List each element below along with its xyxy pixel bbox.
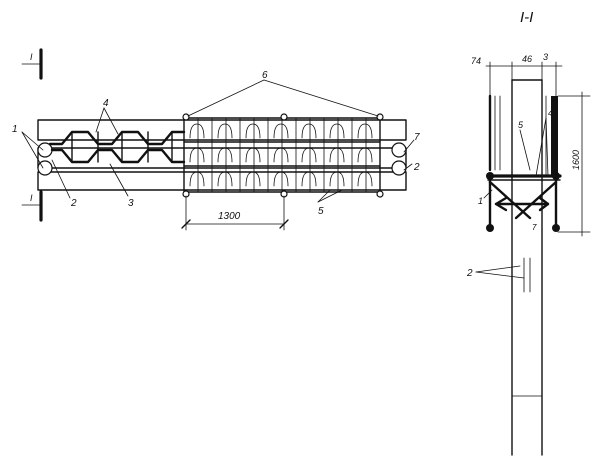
- plan-dimension: 1300: [218, 211, 241, 222]
- section-marker-top-label: I: [30, 52, 33, 62]
- section-marker-top: I: [21, 48, 43, 80]
- plan-callout-3: 3: [128, 198, 134, 209]
- plan-callout-6: 6: [262, 70, 268, 81]
- end-pile-right-top: [391, 142, 407, 158]
- section-callout-1: 1: [478, 196, 483, 206]
- lattice-panel: [183, 117, 381, 193]
- section-right-panel: [551, 96, 558, 176]
- section-dim-height: 1600: [571, 150, 581, 170]
- section-callout-3: 3: [543, 52, 548, 62]
- beam-top: [37, 119, 407, 141]
- section-callout-2: 2: [466, 268, 473, 279]
- zigzag-lower: [50, 148, 186, 164]
- plan-callout-2: 2: [70, 198, 77, 209]
- plan-callout-1: 1: [12, 124, 18, 135]
- section-view: 74 46 3 1600 5: [466, 52, 591, 456]
- section-callout-7: 7: [532, 223, 537, 232]
- section-title: I-I: [520, 9, 533, 26]
- end-pile-right-bottom: [391, 160, 407, 176]
- beam-middle: [37, 147, 407, 169]
- end-pile-left-bottom: [37, 160, 53, 176]
- beam-bottom: [37, 171, 407, 191]
- section-dim-left: 74: [471, 56, 481, 66]
- section-marker-bottom-label: I: [30, 193, 33, 203]
- plan-view: 1300 1 2 3 4 5 6 7 2: [12, 70, 420, 231]
- plan-callout-4: 4: [103, 98, 109, 109]
- plan-callout-7: 7: [414, 132, 420, 143]
- section-callout-4: 4: [548, 108, 553, 118]
- section-dim-mid: 46: [522, 54, 532, 64]
- plan-callout-5: 5: [318, 206, 324, 217]
- plan-callout-2b: 2: [413, 162, 420, 173]
- section-marker-bottom: I: [21, 190, 43, 222]
- zigzag-upper: [48, 130, 186, 146]
- section-callout-5: 5: [518, 120, 524, 130]
